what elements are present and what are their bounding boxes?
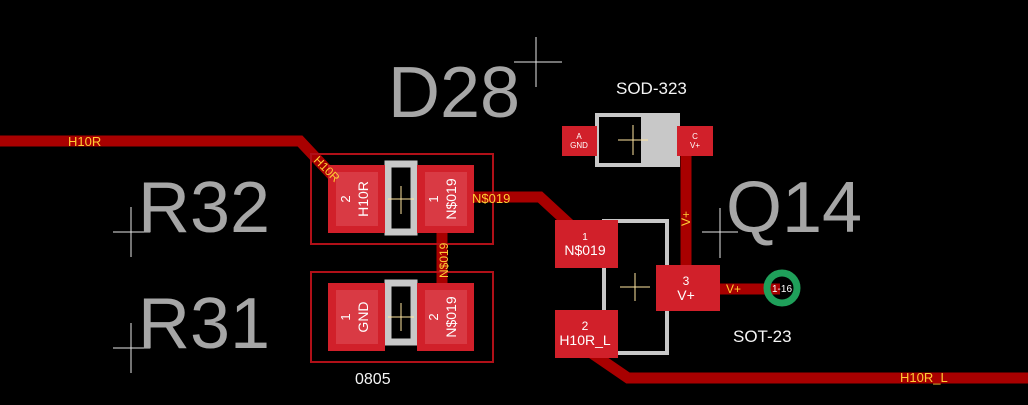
r32-pad-2-number: 2 (338, 195, 353, 202)
r31-origin-cross (113, 323, 150, 373)
d28-pad-a-number: A (576, 132, 582, 141)
trace-h10r-l[interactable] (586, 347, 1028, 384)
r32-refdes: R32 (138, 168, 270, 248)
d28-origin-cross (514, 37, 562, 87)
q14-pad-2[interactable]: 2 H10R_L (555, 310, 618, 358)
r32-pad-2-net: H10R (355, 181, 371, 217)
q14-pad-2-number: 2 (582, 319, 589, 333)
r31-courtyard (310, 271, 494, 363)
d28-pad-a[interactable]: A GND (562, 126, 597, 156)
q14-refdes: Q14 (726, 168, 862, 248)
net-label-h10r: H10R (68, 134, 101, 149)
via-label: 1-16 (772, 284, 792, 295)
q14-package-label: SOT-23 (733, 327, 792, 346)
origin-crosses (113, 37, 738, 373)
r31-package-label: 0805 (355, 371, 391, 388)
r32-pad-1-net: N$019 (443, 178, 459, 219)
d28-package-label: SOD-323 (616, 79, 687, 98)
r32-pad-1[interactable]: 1 N$019 (417, 165, 474, 233)
d28-pad-c[interactable]: C V+ (677, 126, 713, 156)
r31-pad-2-net: N$019 (443, 296, 459, 337)
net-label-h10r-l: H10R_L (900, 370, 948, 385)
d28-pad-a-net: GND (570, 141, 588, 150)
net-label-vplus-vertical: V+ (679, 211, 693, 226)
d28-refdes: D28 (388, 53, 520, 133)
q14-center-cross (620, 273, 650, 301)
r31-pad-1-number: 1 (338, 313, 353, 320)
r32-center-cross (388, 186, 414, 214)
r31-body-outline (384, 279, 418, 346)
net-label-n019-vertical: N$019 (437, 242, 451, 278)
r31-pad-2[interactable]: 2 N$019 (417, 283, 474, 351)
r31-pad-2-number: 2 (426, 313, 441, 320)
q14-pad-3-net: V+ (677, 287, 695, 303)
r32-origin-cross (113, 207, 150, 257)
r31-center-cross (388, 303, 414, 331)
q14-pad-3-number: 3 (683, 274, 690, 288)
d28-center-cross (618, 125, 648, 155)
r31-refdes: R31 (138, 284, 270, 364)
via-1-16[interactable]: 1-16 (763, 269, 801, 307)
q14-pad-2-net: H10R_L (559, 332, 611, 348)
r32-pad-1-number: 1 (426, 195, 441, 202)
r32-pad-2[interactable]: 2 H10R (328, 165, 385, 233)
q14-pad-3[interactable]: 3 V+ (656, 265, 720, 311)
r32-body-outline (384, 160, 418, 236)
net-label-n019: N$019 (472, 191, 510, 206)
net-label-vplus-horizontal: V+ (726, 282, 741, 296)
r31-pad-1-net: GND (355, 301, 371, 332)
q14-origin-cross (702, 208, 738, 258)
d28-pad-c-number: C (692, 132, 698, 141)
q14-pad-1-number: 1 (582, 232, 588, 243)
q14-pad-1[interactable]: 1 N$019 (555, 220, 618, 268)
r31-pad-1[interactable]: 1 GND (328, 283, 385, 351)
r32-courtyard (310, 153, 494, 245)
q14-pad-1-net: N$019 (564, 242, 605, 258)
center-crosses (388, 125, 650, 331)
d28-pad-c-net: V+ (690, 141, 700, 150)
